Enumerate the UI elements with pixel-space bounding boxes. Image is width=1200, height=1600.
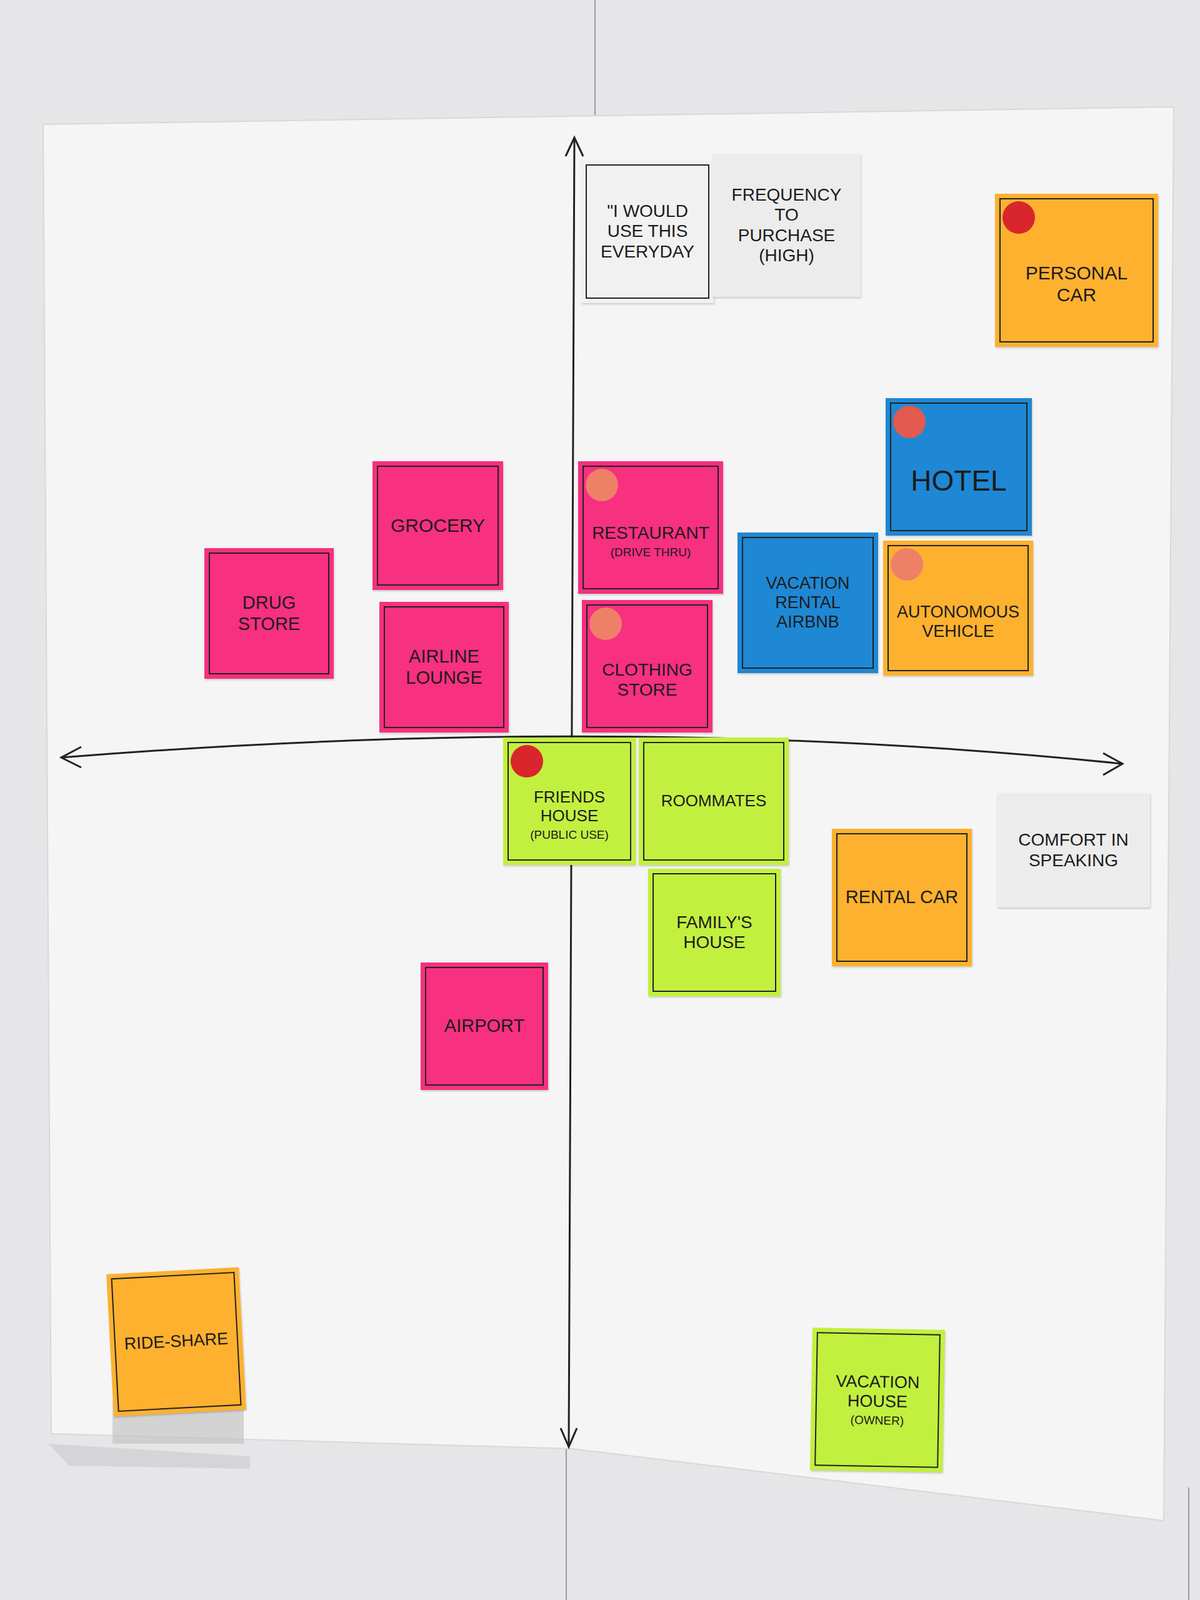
sticky-note: FRIENDS HOUSE (PUBLIC USE) — [503, 737, 636, 865]
vote-dot — [890, 548, 924, 581]
sticky-note: ROOMMATES — [638, 737, 789, 865]
note-label: ROOMMATES — [650, 791, 778, 811]
vote-dot — [1002, 201, 1035, 234]
note-label: DRUG STORE — [215, 592, 323, 635]
note-label: GROCERY — [383, 515, 492, 537]
arrow-head — [560, 1428, 577, 1447]
sticky-note: HOTEL — [885, 398, 1032, 536]
sticky-note: GROCERY — [372, 461, 504, 590]
vote-dot — [510, 745, 544, 778]
note-label: AIRLINE LOUNGE — [390, 646, 498, 689]
note-subtext: (OWNER) — [821, 1413, 932, 1429]
note-label: FREQUENCY TO PURCHASE (HIGH) — [723, 185, 850, 266]
sticky-note: RESTAURANT(DRIVE THRU) — [578, 461, 724, 594]
sticky-note: AUTONOMOUS VEHICLE — [883, 540, 1034, 676]
note-label: CLOTHING STORE — [593, 660, 702, 700]
arrow-head — [565, 137, 584, 157]
arrow-head — [1103, 753, 1123, 775]
wall-seam — [1188, 1487, 1190, 1600]
arrow-head — [61, 746, 82, 768]
note-label: VACATION HOUSE — [822, 1371, 934, 1413]
vote-dot — [589, 607, 622, 640]
sticky-note: PERSONAL CAR — [995, 193, 1159, 347]
note-label: AIRPORT — [431, 1015, 537, 1037]
sticky-note: VACATION HOUSE(OWNER) — [810, 1327, 945, 1473]
note-label: VACATION RENTAL AIRBNB — [748, 573, 867, 632]
note-label: FRIENDS HOUSE — [514, 788, 625, 826]
sticky-note: RIDE-SHARE — [106, 1267, 247, 1417]
note-label: AUTONOMOUS VEHICLE — [894, 602, 1022, 642]
note-label: RENTAL CAR — [843, 886, 961, 908]
sticky-note: CLOTHING STORE — [581, 600, 713, 733]
note-label: HOTEL — [896, 464, 1021, 498]
sticky-note: "I WOULD USE THIS EVERYDAY — [581, 160, 714, 304]
wall-seam — [594, 0, 596, 125]
paper-sheet — [43, 106, 1174, 1521]
vote-dot — [585, 468, 619, 502]
sticky-note: AIRLINE LOUNGE — [379, 601, 509, 733]
sticky-note: AIRPORT — [420, 962, 549, 1090]
sticky-note: VACATION RENTAL AIRBNB — [737, 532, 879, 674]
note-subtext: (DRIVE THRU) — [589, 545, 712, 560]
vote-dot — [893, 405, 926, 439]
note-subtext: (PUBLIC USE) — [514, 828, 625, 842]
sticky-note: FREQUENCY TO PURCHASE (HIGH) — [712, 153, 861, 297]
note-label: "I WOULD USE THIS EVERYDAY — [592, 201, 703, 262]
wall-seam — [565, 1443, 567, 1600]
note-label: RIDE-SHARE — [120, 1329, 232, 1355]
note-label: PERSONAL CAR — [1006, 262, 1147, 306]
note-label: RESTAURANT — [589, 523, 712, 544]
note-label: COMFORT IN SPEAKING — [1008, 830, 1139, 870]
paper-shadow — [48, 1443, 250, 1469]
note-label: FAMILY'S HOUSE — [659, 912, 770, 953]
sticky-note: RENTAL CAR — [831, 828, 972, 967]
sticky-note: DRUG STORE — [204, 548, 334, 679]
sticky-note: COMFORT IN SPEAKING — [996, 793, 1150, 908]
sticky-note: FAMILY'S HOUSE — [648, 868, 781, 997]
